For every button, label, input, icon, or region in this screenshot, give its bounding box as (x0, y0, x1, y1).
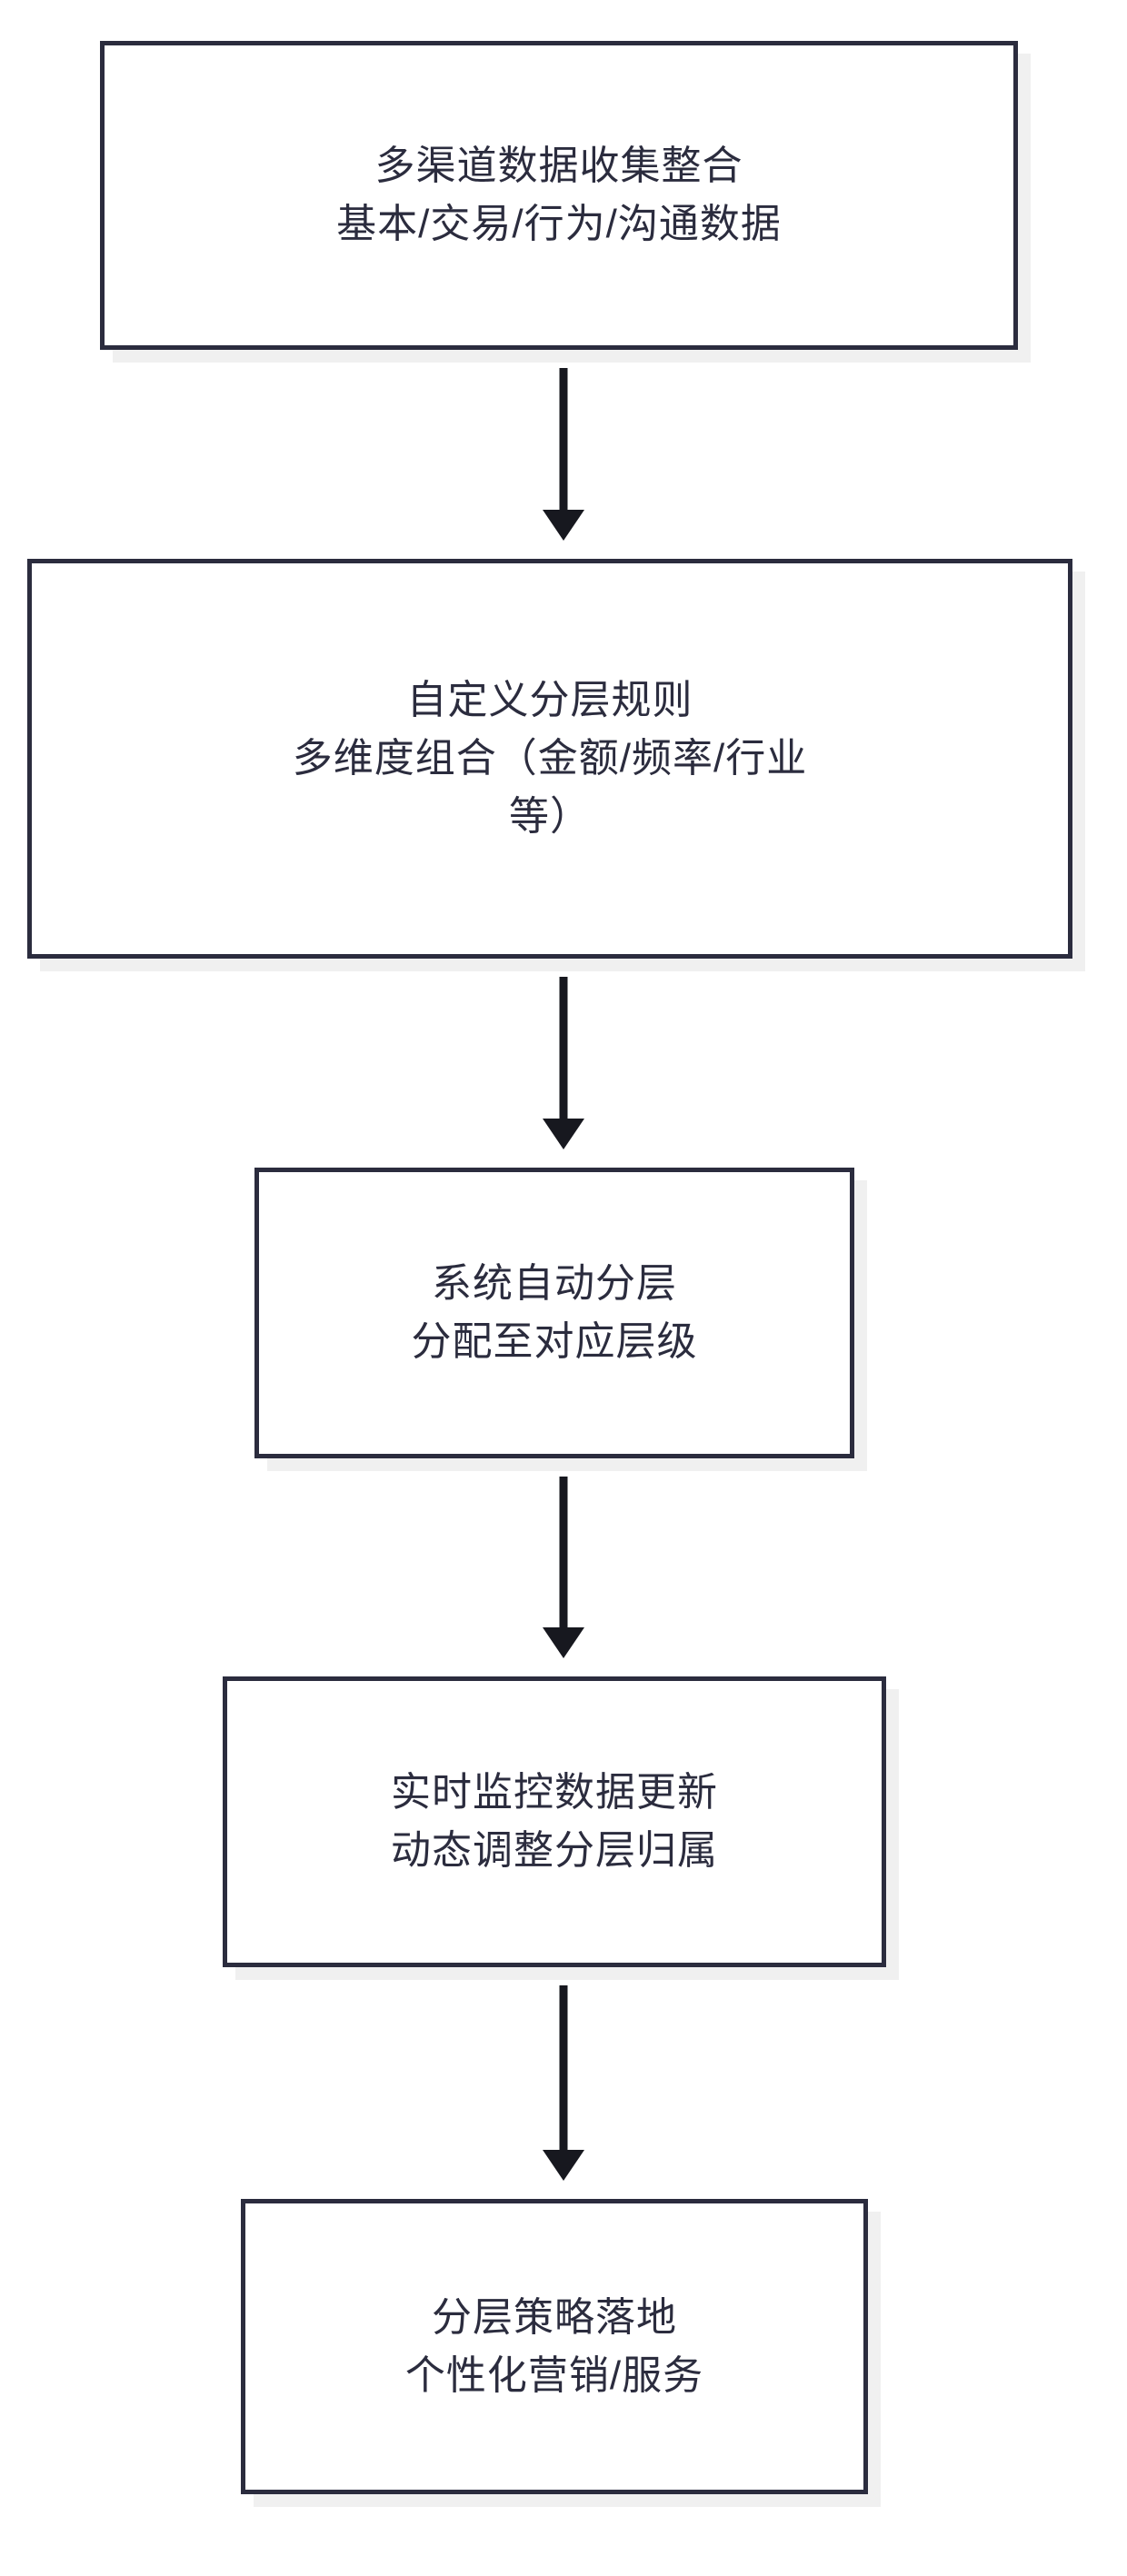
flow-node-auto-tiering[interactable]: 系统自动分层 分配至对应层级 (254, 1168, 854, 1458)
arrow-head (543, 1119, 584, 1149)
arrow-head (543, 1627, 584, 1658)
flow-node-line: 分层策略落地 (432, 2294, 677, 2340)
arrow-down-icon (536, 1477, 591, 1658)
arrow-shaft (559, 1985, 568, 2152)
arrow-shaft (559, 368, 568, 512)
flow-node-line: 多维度组合（金额/频率/行业 (292, 736, 808, 781)
flow-node-line: 自定义分层规则 (406, 678, 693, 722)
flow-node-custom-tier-rules[interactable]: 自定义分层规则 多维度组合（金额/频率/行业 等） (27, 559, 1072, 959)
arrow-head (543, 510, 584, 541)
flow-node-line: 等） (509, 794, 591, 839)
flow-node-line: 分配至对应层级 (411, 1319, 698, 1364)
flow-node-realtime-monitoring[interactable]: 实时监控数据更新 动态调整分层归属 (223, 1676, 886, 1967)
flow-node-line: 个性化营销/服务 (404, 2352, 704, 2398)
arrow-shaft (559, 977, 568, 1120)
arrow-down-icon (536, 977, 591, 1149)
flow-node-line: 系统自动分层 (432, 1261, 677, 1306)
flow-node-line: 基本/交易/行为/沟通数据 (336, 202, 782, 246)
arrow-down-icon (536, 368, 591, 541)
flow-node-line: 动态调整分层归属 (391, 1828, 718, 1873)
arrow-shaft (559, 1477, 568, 1629)
arrow-head (543, 2150, 584, 2181)
arrow-down-icon (536, 1985, 591, 2181)
flow-node-data-collection[interactable]: 多渠道数据收集整合 基本/交易/行为/沟通数据 (100, 41, 1018, 350)
flow-node-line: 实时监控数据更新 (391, 1770, 718, 1815)
flow-node-line: 多渠道数据收集整合 (374, 144, 743, 188)
flow-node-strategy-execution[interactable]: 分层策略落地 个性化营销/服务 (241, 2199, 868, 2494)
